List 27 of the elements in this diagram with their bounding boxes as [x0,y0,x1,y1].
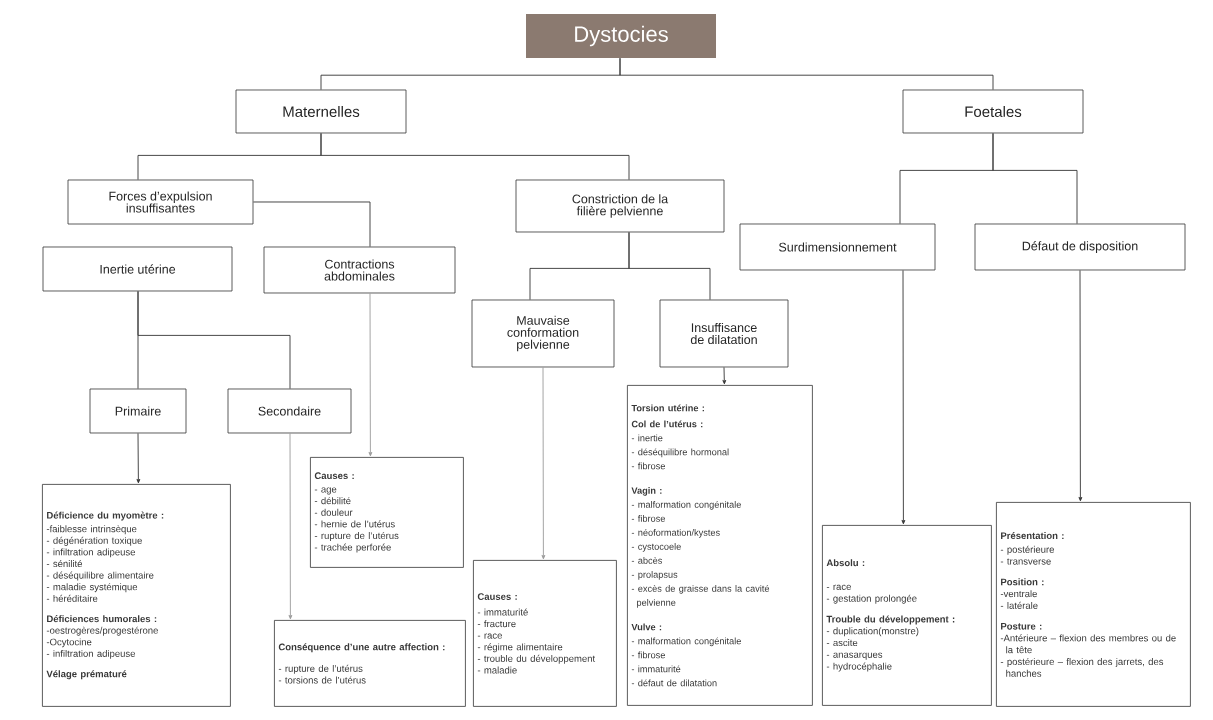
category-box: Insuffisance de dilatation [659,299,789,368]
cause-list-box: Causes : - immaturité - fracture - race - régime alimentaire - trouble du développement - maladie [473,560,617,707]
cause-list-box: Absolu : - race - gestation prolongée Trouble du développement : - duplication(monstre) - ascite - anasarques - hydrocéphalie [822,525,992,706]
category-box: Contractions abdominales [263,246,456,294]
connector-arrow [541,366,546,560]
connector-arrow [368,292,373,457]
category-box: Maternelles [235,89,407,134]
cause-list-box: Présentation : - postérieure - transverse Position : -ventrale - latérale Posture : -Antérieure – flexion des membres ou de la tête - postérieure – flexion des jarrets, des hanches [996,502,1191,707]
category-box: Surdimensionnement [739,223,936,271]
connector-arrow [288,432,293,620]
title-box: Dystocies [526,14,716,58]
category-box: Foetales [902,89,1084,134]
cause-list-box: Torsion utérine : Col de l’utérus : - inertie - déséquilibre hormonal - fibrose Vagin : - malformation congénitale - fibrose - néoformation/kystes - cystocoele - abcès - prolapsus - excès de graisse dans la cavité pelvienne Vulve : - malformation congénitale - fibrose - immaturité - défaut de dilatation [627,385,813,706]
category-box: Mauvaise conformation pelvienne [471,299,615,368]
category-box: Primaire [89,388,187,434]
category-box: Forces d’expulsion insuffisantes [67,179,254,225]
cause-list-box: Déficience du myomètre : -faiblesse intrinsèque - dégénération toxique - infiltration adipeuse - sénilité - déséquilibre alimentaire - maladie systémique - héréditaire Déficiences humorales : -oestrogères/progestérone -Ocytocine - infiltration adipeuse Vélage prématuré [42,484,231,707]
category-box: Défaut de disposition [974,223,1186,271]
connector-arrow [901,269,906,525]
category-box: Secondaire [227,388,352,434]
cause-list-box: Causes : - age - débilité - douleur - hernie de l’utérus - rupture de l’utérus - trachée perforée [310,457,464,568]
connector-arrow [136,432,141,484]
category-box: Constriction de la filière pelvienne [515,179,725,233]
connector-arrow [1078,269,1083,502]
category-box: Inertie utérine [42,246,233,292]
connector-arrow [722,366,727,385]
cause-list-box: Conséquence d’une autre affection : - rupture de l’utérus - torsions de l’utérus [274,620,466,707]
